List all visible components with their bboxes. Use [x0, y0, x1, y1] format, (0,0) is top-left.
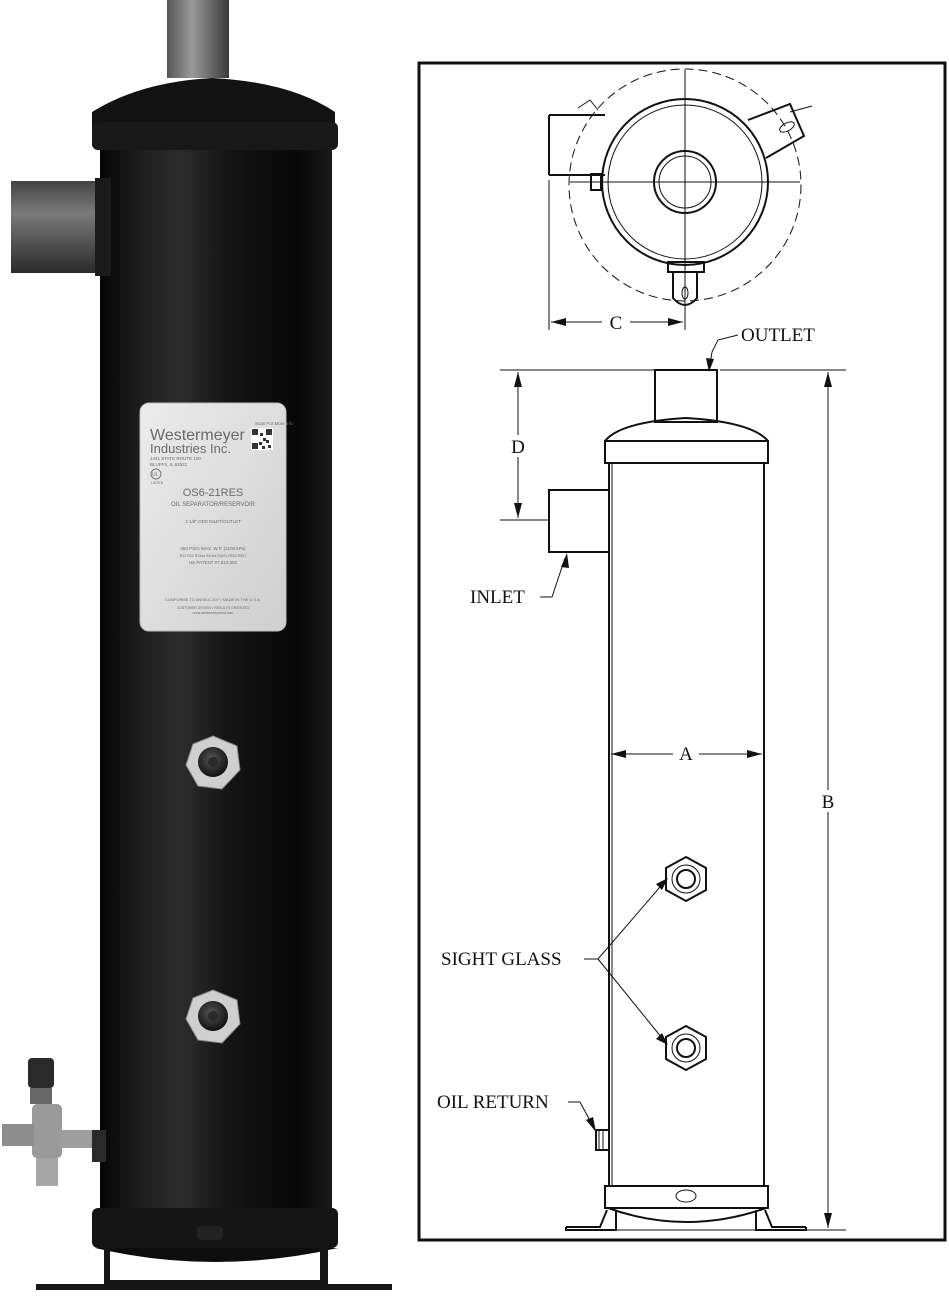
cert-mark: UL — [152, 472, 159, 478]
label-oil-return: OIL RETURN — [437, 1092, 549, 1113]
callouts: OUTLET INLET SIGHT GLASS OIL RETURN — [437, 325, 815, 1132]
label-inlet: INLET — [470, 587, 525, 608]
connection-spec: 2-1/8" ODS INLET/OUTLET — [185, 519, 241, 524]
brand-line2: Industries Inc. — [150, 441, 231, 456]
website: www.westermeyerind.com — [193, 611, 234, 615]
technical-drawing: C — [417, 61, 947, 1242]
address-line1: 1441 STATE ROUTE 100 — [150, 456, 201, 461]
dimension-lines: A B D — [500, 369, 846, 1231]
qr-code-icon — [251, 428, 273, 450]
nameplate: Westermeyer Industries Inc. 1441 STATE R… — [139, 402, 294, 632]
slogan: CUSTOMER DRIVEN • RESULTS ORIENTED — [177, 606, 250, 610]
scan-text: Scan For More Info — [255, 421, 294, 426]
label-sight-glass: SIGHT GLASS — [441, 949, 562, 970]
drawing-sight-glass-upper — [665, 855, 707, 903]
side-view — [548, 369, 807, 1231]
dimension-c: C — [610, 313, 623, 334]
ul-listed-icon: UL LISTED — [150, 468, 164, 485]
outlet-pipe — [167, 0, 229, 78]
address-line2: BLUFFS, IL 62621 — [150, 462, 188, 467]
sight-glass-upper — [185, 735, 241, 790]
mounting-feet — [36, 1244, 392, 1290]
dimension-b: B — [822, 792, 835, 813]
dimension-a: A — [679, 744, 693, 765]
drawing-sight-glass-lower — [665, 1024, 707, 1072]
conforms-text: CONFORMS TO ANSI/UL 207 • MADE IN THE U.… — [165, 597, 261, 602]
sight-glass-lower — [185, 989, 241, 1044]
drawing-frame — [417, 61, 947, 1242]
oil-return-valve — [2, 1058, 106, 1186]
product-name: OIL SEPARATOR/RESERVOIR — [171, 502, 256, 508]
label-outlet: OUTLET — [741, 325, 815, 346]
refrigerants: R12 R22 R134a R404a R407c R502 R507 — [180, 554, 246, 558]
cert-sub: LISTED — [151, 481, 164, 485]
shell — [100, 140, 332, 1220]
inlet-pipe — [11, 181, 103, 273]
brand-line1: Westermeyer — [150, 427, 246, 444]
model-number: OS6-21RES — [183, 487, 244, 499]
pressure-rating: 450 PSIG MAX. W.P. (3100 kPa) — [180, 546, 246, 551]
product-render: Westermeyer Industries Inc. 1441 STATE R… — [2, 0, 392, 1290]
dimension-d: D — [511, 437, 525, 458]
patent-number: US PATENT #7,810,351 — [189, 560, 238, 565]
top-view: C — [548, 68, 813, 334]
